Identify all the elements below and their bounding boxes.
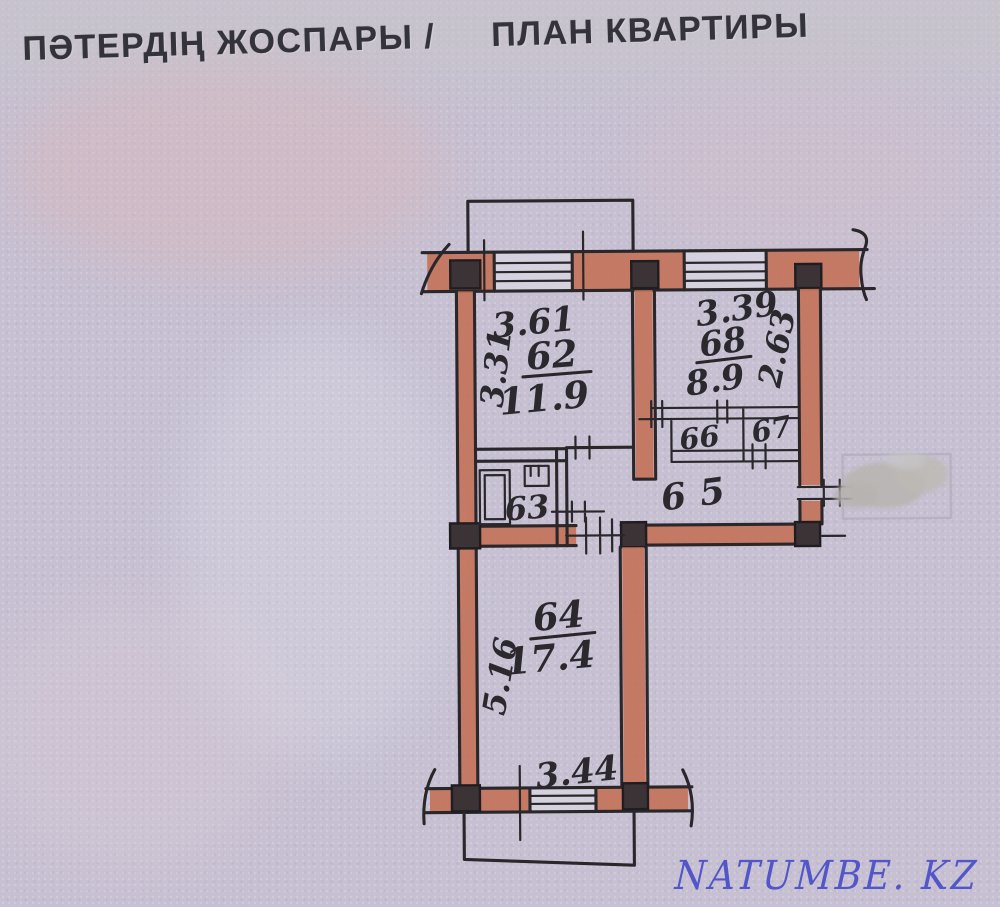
dim-room62-top: 3.61 — [491, 299, 577, 347]
room-64-underline — [529, 630, 597, 641]
wall-pillar — [448, 522, 482, 550]
wall-break-mark — [419, 242, 451, 296]
room-66-number: 66 — [677, 419, 721, 457]
dimension-extension-lines — [482, 230, 585, 842]
bathtub — [478, 468, 512, 526]
dimension-labels: 3.61 3.39 3.31 2.63 5.16 3.44 — [473, 284, 804, 797]
room-65-number: 65 — [658, 468, 741, 520]
room-64-area: 17.4 — [503, 632, 597, 684]
room-67-number: 67 — [748, 409, 794, 450]
wall-pillar — [621, 781, 650, 811]
hall-bottom-wall — [448, 520, 847, 550]
bathtub-inner — [483, 474, 507, 521]
wall-pillar — [794, 262, 823, 290]
right-exterior-wall — [796, 287, 824, 526]
sink — [523, 464, 550, 488]
wall-pillar — [793, 520, 822, 548]
room-62-underline — [521, 369, 593, 379]
site-watermark: NATUMBE. KZ — [674, 853, 981, 899]
dim-room62-left: 3.31 — [473, 327, 520, 409]
room-64-number: 64 — [531, 591, 586, 640]
door-opening-ticks — [550, 399, 853, 555]
room-63-number: 63 — [503, 487, 550, 528]
room-62-number: 62 — [524, 331, 579, 379]
erased-stamp — [833, 451, 953, 520]
wall-pillar — [450, 784, 482, 813]
window-glass-lines-right — [683, 261, 768, 282]
middle-partition-wall — [630, 288, 658, 481]
dim-room64-bottom: 3.44 — [533, 748, 620, 797]
wall-break-mark — [422, 768, 437, 826]
interior-partitions — [473, 405, 799, 548]
wall-break-mark — [851, 228, 869, 302]
wall-pillar — [629, 259, 660, 290]
balcony-bottom-outline — [462, 809, 636, 867]
wall-break-mark — [681, 768, 694, 828]
window-glass-lines-bottom — [528, 794, 598, 806]
room64-right-wall — [618, 545, 650, 789]
balcony-top-outline — [466, 198, 635, 254]
room-68-area: 8.9 — [682, 357, 747, 405]
bathroom-fixtures — [478, 464, 550, 526]
wall-pillar — [448, 259, 482, 290]
room-62-area: 11.9 — [497, 372, 591, 424]
dim-room64-left: 5.16 — [475, 635, 525, 718]
bottom-exterior-wall — [422, 768, 694, 828]
room-labels: 62 11.9 68 8.9 63 64 17.4 65 66 67 — [497, 319, 794, 684]
room-68-underline — [695, 354, 753, 365]
window-glass-lines-left — [493, 261, 574, 283]
